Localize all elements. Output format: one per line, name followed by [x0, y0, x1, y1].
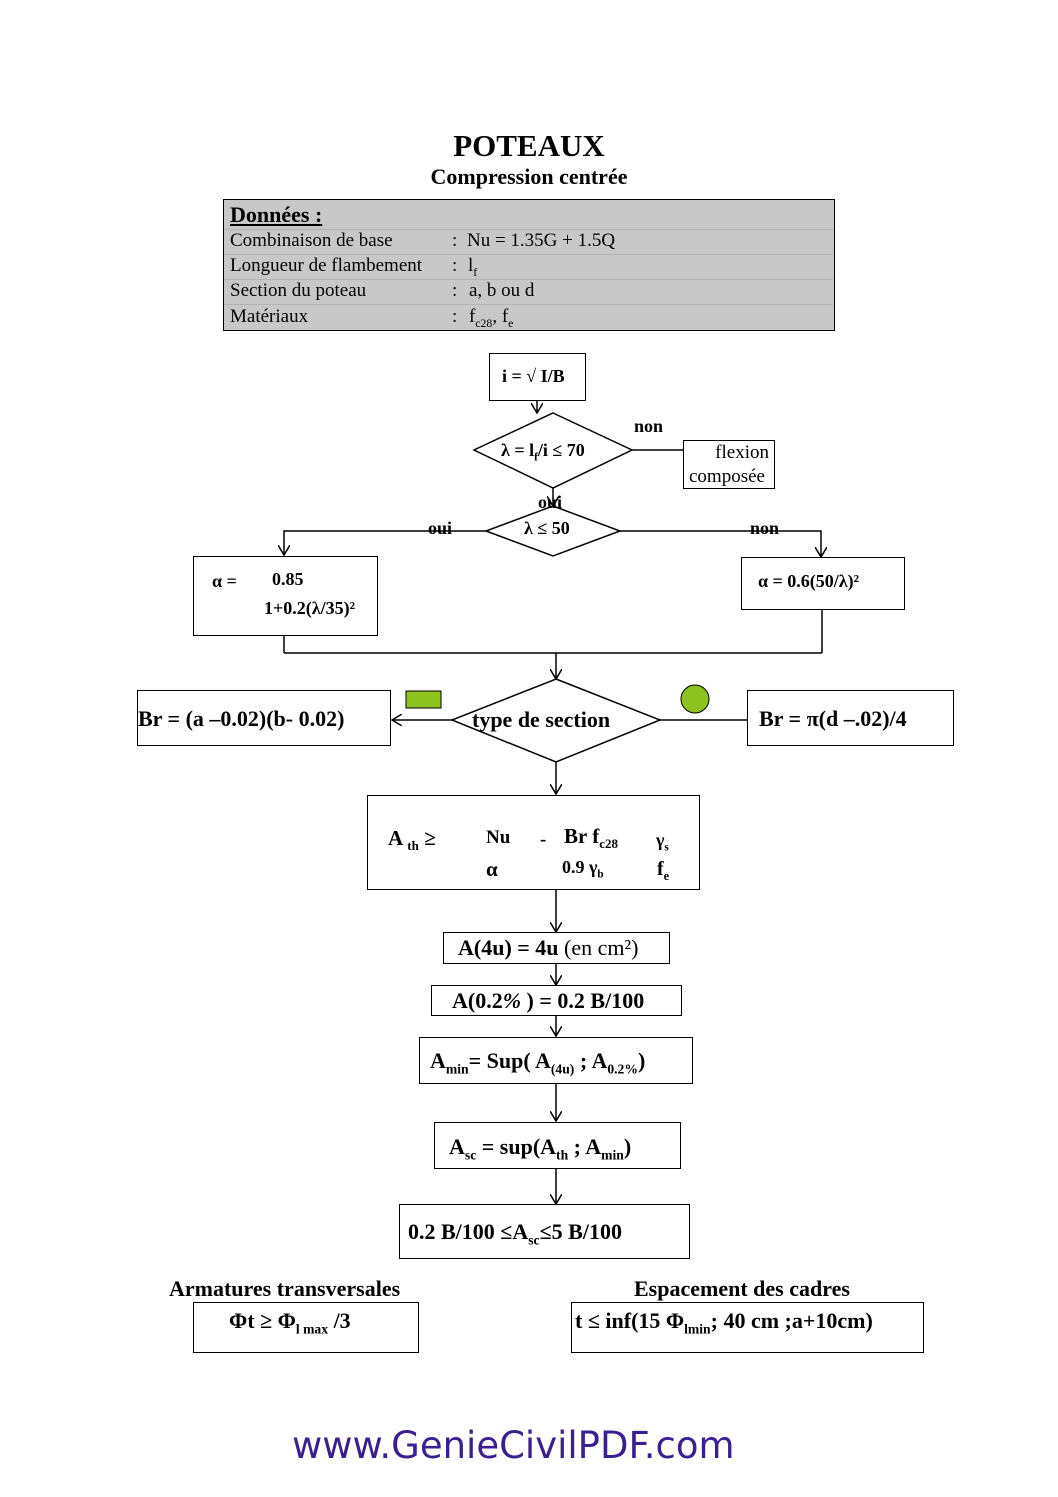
decision-50-label: λ ≤ 50	[524, 518, 570, 538]
donnees-row-section: Section du poteau : a, b ou d	[230, 280, 535, 301]
decision-section-shape	[449, 678, 663, 763]
rectangle-section-marker	[405, 690, 442, 709]
box-section-theorique: A th ≥ Nu α - Br fc28 0.9 γb γs fe	[367, 795, 700, 890]
box-br-circulaire: Br = π(d –.02)/4	[747, 690, 954, 746]
box-rayon-giration: i = √ I/B	[489, 353, 586, 401]
circle-section-marker	[680, 684, 710, 714]
box-flexion-composee: flexion composée	[683, 440, 775, 489]
donnees-row-longueur: Longueur de flambement : lf	[230, 255, 478, 279]
box-a4u: A(4u) = 4u (en cm²)	[443, 932, 670, 964]
decision-lambda-label: λ = lf/i ≤ 70	[501, 440, 585, 464]
box-asc: Asc = sup(Ath ; Amin)	[434, 1122, 681, 1169]
connector-50-oui	[284, 530, 486, 555]
label-oui-left: oui	[428, 518, 453, 538]
box-range-asc: 0.2 B/100 ≤Asc≤5 B/100	[399, 1204, 690, 1259]
decision-lambda-shape	[472, 412, 634, 489]
decision-50-shape	[483, 505, 623, 557]
donnees-row-materiaux: Matériaux : fc28, fe	[230, 306, 514, 330]
donnees-row-combinaison: Combinaison de base : Nu = 1.35G + 1.5Q	[230, 230, 616, 251]
label-non-flexion: non	[634, 416, 664, 436]
page-subtitle: Compression centrée	[430, 164, 628, 189]
box-alpha-left: α = 0.85 1+0.2(λ/35)²	[193, 556, 378, 636]
sqrt-icon: √	[526, 366, 537, 386]
box-espacement: t ≤ inf(15 Φlmin; 40 cm ;a+10cm)	[571, 1302, 924, 1353]
donnees-panel: Données : Combinaison de base : Nu = 1.3…	[223, 199, 835, 331]
pi-icon: π	[806, 706, 819, 731]
box-br-rectangulaire: Br = (a –0.02)(b- 0.02)	[137, 690, 391, 746]
box-alpha-right: α = 0.6(50/λ)²	[741, 557, 905, 610]
connector-50-non	[620, 530, 821, 557]
armatures-heading: Armatures transversales	[169, 1276, 401, 1301]
page-title: POTEAUX	[453, 128, 605, 163]
box-a02: A(0.2% ) = 0.2 B/100	[431, 985, 682, 1016]
box-armatures: Φt ≥ Φl max /3	[193, 1302, 419, 1353]
label-non-right: non	[750, 518, 780, 538]
website-link[interactable]: www.GenieCivilPDF.com	[292, 1424, 735, 1467]
espacement-heading: Espacement des cadres	[634, 1276, 850, 1301]
donnees-heading: Données :	[230, 202, 323, 227]
label-oui-center: oui	[538, 492, 563, 512]
box-amin: Amin= Sup( A(4u) ; A0.2%)	[419, 1037, 693, 1084]
decision-section-label: type de section	[472, 707, 611, 732]
